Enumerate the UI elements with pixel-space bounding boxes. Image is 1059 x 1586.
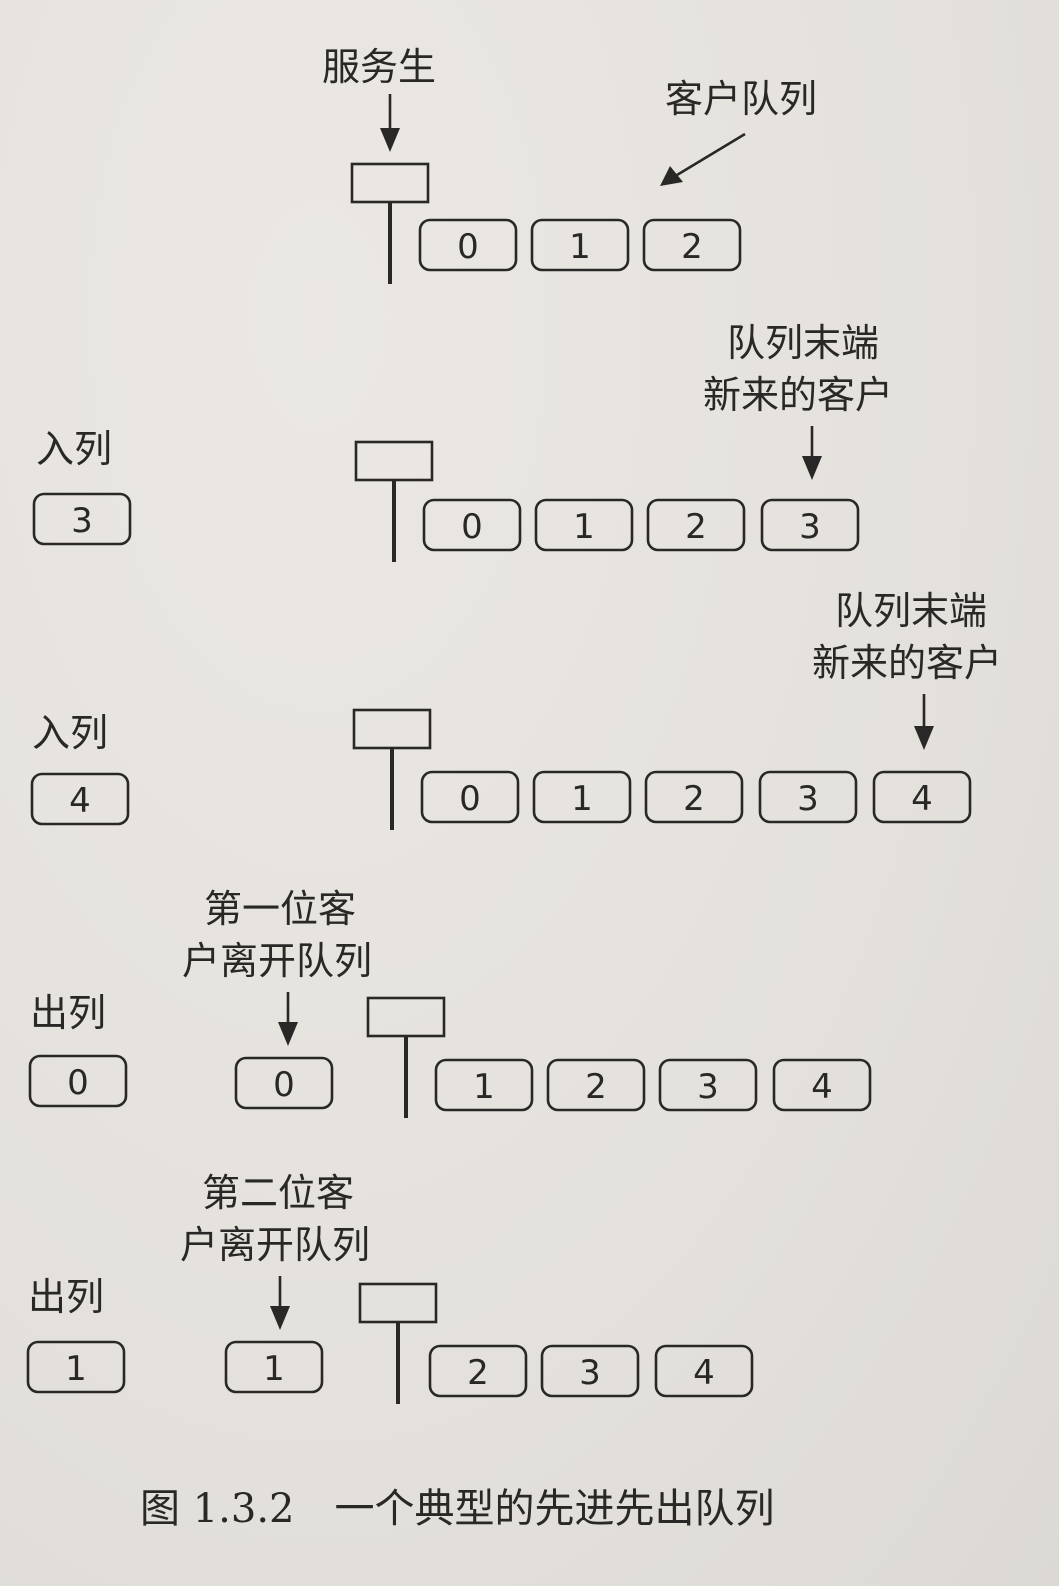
- note-line-2: 户离开队列: [182, 939, 372, 983]
- customer-box: 1: [534, 498, 634, 552]
- new-customer-arrow: [914, 694, 934, 750]
- server-arrow: [380, 94, 400, 152]
- note-line-1: 队列末端: [727, 321, 879, 365]
- customer-box: 2: [644, 770, 744, 824]
- stage-initial: 服务生 客户队列 0 1: [322, 45, 817, 284]
- leaving-arrow: [278, 992, 298, 1046]
- figure-caption: 图 1.3.2 一个典型的先进先出队列: [140, 1486, 775, 1532]
- server-stand: [350, 162, 430, 284]
- customer-box: 4: [654, 1344, 754, 1398]
- operation-label: 出列: [30, 991, 106, 1035]
- stage-dequeue-1: 第二位客 户离开队列 出列 1 1 2: [26, 1171, 754, 1404]
- customer-number: 3: [697, 1067, 719, 1107]
- customer-number: 1: [571, 779, 593, 819]
- stage-dequeue-0: 第一位客 户离开队列 出列 0 0 1: [28, 887, 872, 1118]
- customer-number: 4: [911, 779, 933, 819]
- customer-number: 1: [573, 507, 595, 547]
- customer-number: 1: [569, 227, 591, 267]
- new-customer-arrow: [802, 426, 822, 480]
- customer-box: 1: [434, 1058, 534, 1112]
- customer-box: 4: [872, 770, 972, 824]
- customer-box: 2: [428, 1344, 528, 1398]
- customer-number: 1: [473, 1067, 495, 1107]
- customer-box: 2: [546, 1058, 646, 1112]
- customer-box: 4: [772, 1058, 872, 1112]
- customer-queue: 0 1 2 3: [422, 498, 860, 552]
- operation-value: 0: [67, 1063, 89, 1103]
- customer-number: 3: [797, 779, 819, 819]
- customer-number: 3: [579, 1353, 601, 1393]
- note-line-2: 新来的客户: [703, 373, 893, 417]
- customer-box: 2: [646, 498, 746, 552]
- customer-queue: 1 2 3 4: [434, 1058, 872, 1112]
- customer-queue: 2 3 4: [428, 1344, 754, 1398]
- customer-box: 3: [760, 498, 860, 552]
- customer-box: 1: [530, 218, 630, 272]
- customer-box: 2: [642, 218, 742, 272]
- customer-box: 3: [540, 1344, 640, 1398]
- customer-queue: 0 1 2 3 4: [420, 770, 972, 824]
- customer-number: 0: [461, 507, 483, 547]
- leaving-customer-number: 0: [273, 1065, 295, 1105]
- customer-number: 4: [811, 1067, 833, 1107]
- stage-enqueue-4: 队列末端 新来的客户 入列 4 0: [30, 589, 1002, 830]
- customer-box: 3: [658, 1058, 758, 1112]
- leaving-arrow: [270, 1276, 290, 1330]
- note-line-2: 户离开队列: [180, 1223, 370, 1267]
- note-line-1: 第一位客: [204, 887, 356, 931]
- server-stand: [352, 708, 432, 830]
- customer-box: 0: [422, 498, 522, 552]
- note-line-1: 队列末端: [835, 589, 987, 633]
- operation-value-box: 3: [32, 492, 132, 546]
- server-stand: [358, 1282, 438, 1404]
- leaving-customer-box: 1: [224, 1340, 324, 1394]
- customer-number: 2: [585, 1067, 607, 1107]
- operation-value: 3: [71, 501, 93, 541]
- operation-label: 入列: [32, 711, 108, 755]
- customer-number: 4: [693, 1353, 715, 1393]
- leaving-customer-box: 0: [234, 1056, 334, 1110]
- server-stand: [354, 440, 434, 562]
- customer-box: 3: [758, 770, 858, 824]
- customer-number: 2: [467, 1353, 489, 1393]
- customer-box: 1: [532, 770, 632, 824]
- customer-number: 2: [683, 779, 705, 819]
- customer-number: 2: [681, 227, 703, 267]
- queue-label: 客户队列: [665, 77, 817, 121]
- customer-box: 0: [420, 770, 520, 824]
- queue-arrow: [660, 132, 746, 186]
- leaving-customer-number: 1: [263, 1349, 285, 1389]
- customer-box: 0: [418, 218, 518, 272]
- customer-number: 2: [685, 507, 707, 547]
- note-line-1: 第二位客: [202, 1171, 354, 1215]
- customer-number: 0: [457, 227, 479, 267]
- stage-enqueue-3: 队列末端 新来的客户 入列 3 0: [32, 321, 893, 562]
- operation-value-box: 4: [30, 772, 130, 826]
- customer-number: 3: [799, 507, 821, 547]
- operation-label: 出列: [28, 1275, 104, 1319]
- customer-number: 0: [459, 779, 481, 819]
- server-stand: [366, 996, 446, 1118]
- server-label: 服务生: [322, 45, 436, 89]
- operation-value-box: 1: [26, 1340, 126, 1394]
- operation-value-box: 0: [28, 1054, 128, 1108]
- operation-label: 入列: [36, 427, 112, 471]
- customer-queue: 0 1 2: [418, 218, 742, 272]
- operation-value: 4: [69, 781, 91, 821]
- operation-value: 1: [65, 1349, 87, 1389]
- note-line-2: 新来的客户: [812, 641, 1002, 685]
